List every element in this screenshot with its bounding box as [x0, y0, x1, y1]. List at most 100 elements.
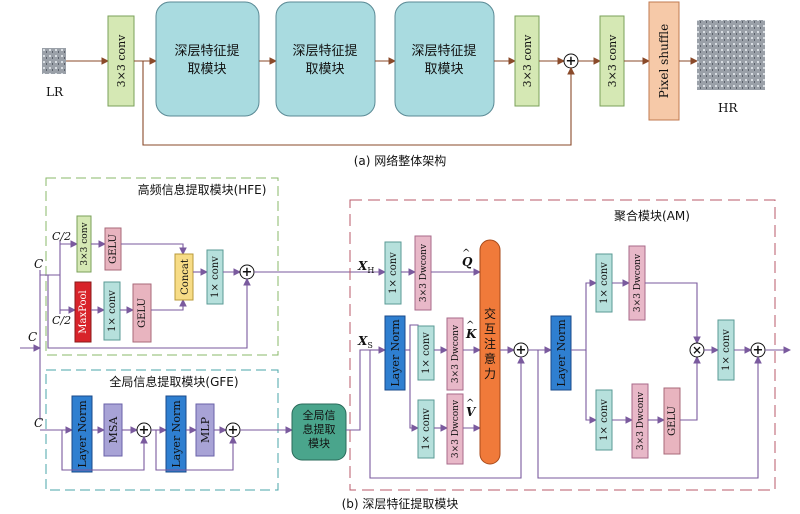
gfe-layernorm-2-label: Layer Norm — [170, 400, 183, 468]
hfe-concat-label: Concat — [180, 259, 191, 295]
gfe-skip-2 — [155, 430, 237, 471]
skip-connection-top — [142, 61, 575, 146]
k-hat-label: K — [465, 327, 477, 341]
am-gelu-label: GELU — [667, 406, 678, 436]
am-layernorm-label: Layer Norm — [389, 319, 402, 387]
hfe-c-label: C — [34, 257, 43, 271]
gfe-mlp-label: MLP — [199, 416, 212, 443]
hr-label: HR — [718, 101, 738, 115]
gfe-msa-label: MSA — [107, 416, 120, 444]
caption-a: (a) 网络整体架构 — [354, 153, 447, 168]
plus-glyph-hfe: + — [242, 265, 253, 280]
am-k-conv — [417, 325, 435, 381]
interactive-attention — [479, 239, 501, 465]
conv-3x3-third — [599, 15, 625, 107]
deep-block-1 — [155, 1, 260, 117]
global-block — [291, 403, 347, 461]
hfe-conv-1x1-label: 1× conv — [107, 290, 118, 332]
hfe-skip — [47, 275, 251, 349]
hfe-conv-1x1 — [103, 281, 121, 341]
am-gelu — [663, 387, 681, 455]
deep-block-2-label: 深层特征提取模块 — [292, 43, 357, 77]
arrow-global-to-am — [346, 346, 387, 431]
am-up-conv-label: 1× conv — [599, 262, 610, 304]
am-k-dwconv-label: 3×3 Dwconv — [451, 324, 461, 383]
main-c-label: C — [28, 330, 37, 344]
am-out-conv-label: 1× conv — [721, 329, 732, 371]
am-title: 聚合模块(AM) — [614, 208, 690, 223]
deep-block-3 — [394, 1, 495, 117]
hfe-conv-1x1-out — [206, 249, 224, 305]
gfe-layernorm-2 — [165, 395, 187, 473]
hfe-concat — [174, 253, 194, 301]
hfe-gelu-top — [104, 227, 122, 271]
hfe-c-half-bot: C/2 — [52, 314, 71, 327]
am-layernorm-2-label: Layer Norm — [555, 319, 568, 387]
am-dn-dwconv-label: 3×3 Dwconv — [636, 391, 646, 450]
gfe-layernorm-1-label: Layer Norm — [76, 400, 89, 468]
am-v-dwconv — [446, 393, 464, 465]
am-v-conv-label: 1× conv — [421, 408, 432, 450]
am-layernorm — [384, 315, 406, 391]
deep-block-3-label: 深层特征提取模块 — [411, 43, 476, 77]
caption-b: (b) 深层特征提取模块 — [342, 496, 459, 511]
gfe-c-label: C — [34, 416, 43, 430]
times-glyph: × — [692, 343, 702, 357]
am-up-dwconv-label: 3×3 Dwconv — [633, 253, 643, 312]
am-k-conv-label: 1× conv — [421, 332, 432, 374]
plus-glyph-gfe-2: + — [228, 423, 239, 438]
hfe-gelu-bot-label: GELU — [137, 298, 148, 328]
ln-k-branch — [405, 324, 419, 351]
hfe-maxpool — [74, 281, 92, 343]
arrow-gelu-concat — [121, 243, 187, 256]
deep-block-2 — [275, 1, 376, 117]
arrow-gelu-mul — [680, 355, 701, 421]
hfe-c-half-top: C/2 — [52, 230, 71, 243]
xh-label: XH — [357, 259, 374, 275]
global-block-label: 全局信息提取模块 — [303, 408, 336, 450]
am-q-dwconv — [414, 235, 432, 311]
interactive-attention-label: 交互注意力 — [484, 306, 496, 381]
arrow-gelu-concat-bot — [151, 298, 187, 311]
arrow-ln2-up — [571, 279, 598, 351]
arrow-ln2-dn — [585, 350, 598, 424]
v-hat-glyph: ^ — [466, 398, 474, 409]
am-q-conv-label: 1× conv — [388, 252, 399, 294]
pixel-shuffle-block — [648, 1, 680, 121]
xs-label: XS — [357, 334, 373, 350]
q-hat-label: Q — [462, 255, 473, 269]
gfe-skip-1 — [61, 430, 148, 471]
ln-v-branch — [409, 350, 420, 432]
k-hat-glyph: ^ — [466, 320, 474, 331]
arrow-up-mul — [645, 282, 701, 345]
am-container — [349, 199, 776, 491]
am-v-dwconv-label: 3×3 Dwconv — [451, 399, 461, 458]
hfe-maxpool-label: MaxPool — [78, 290, 89, 333]
gfe-title: 全局信息提取模块(GFE) — [109, 374, 238, 389]
plus-glyph-am-1: + — [516, 343, 527, 358]
v-hat-label: V — [466, 405, 477, 419]
am-q-dwconv-label: 3×3 Dwconv — [419, 243, 429, 302]
am-dn-dwconv — [631, 383, 649, 459]
plus-glyph-am-2: + — [753, 343, 764, 358]
conv-3x3-second-label: 3×3 conv — [521, 34, 534, 88]
hfe-container — [45, 177, 279, 356]
hr-image — [697, 20, 765, 90]
deep-block-1-label: 深层特征提取模块 — [174, 43, 239, 77]
q-hat-glyph: ^ — [462, 248, 470, 259]
pixel-shuffle-label: Pixel shuffle — [657, 24, 671, 99]
am-layernorm-2 — [550, 315, 572, 391]
hfe-conv-3x3-label: 3×3 conv — [80, 221, 90, 265]
gfe-layernorm-1 — [71, 395, 93, 473]
lr-label: LR — [46, 85, 64, 99]
hfe-conv-1x1-out-label: 1× conv — [210, 256, 221, 298]
plus-glyph-gfe-1: + — [139, 423, 150, 438]
am-dn-conv-label: 1× conv — [599, 399, 610, 441]
hfe-gelu-bot — [132, 283, 152, 343]
lr-image — [42, 48, 66, 74]
conv-3x3-first-label: 3×3 conv — [115, 34, 128, 88]
am-k-dwconv — [446, 317, 464, 391]
plus-glyph-top: + — [566, 54, 577, 69]
